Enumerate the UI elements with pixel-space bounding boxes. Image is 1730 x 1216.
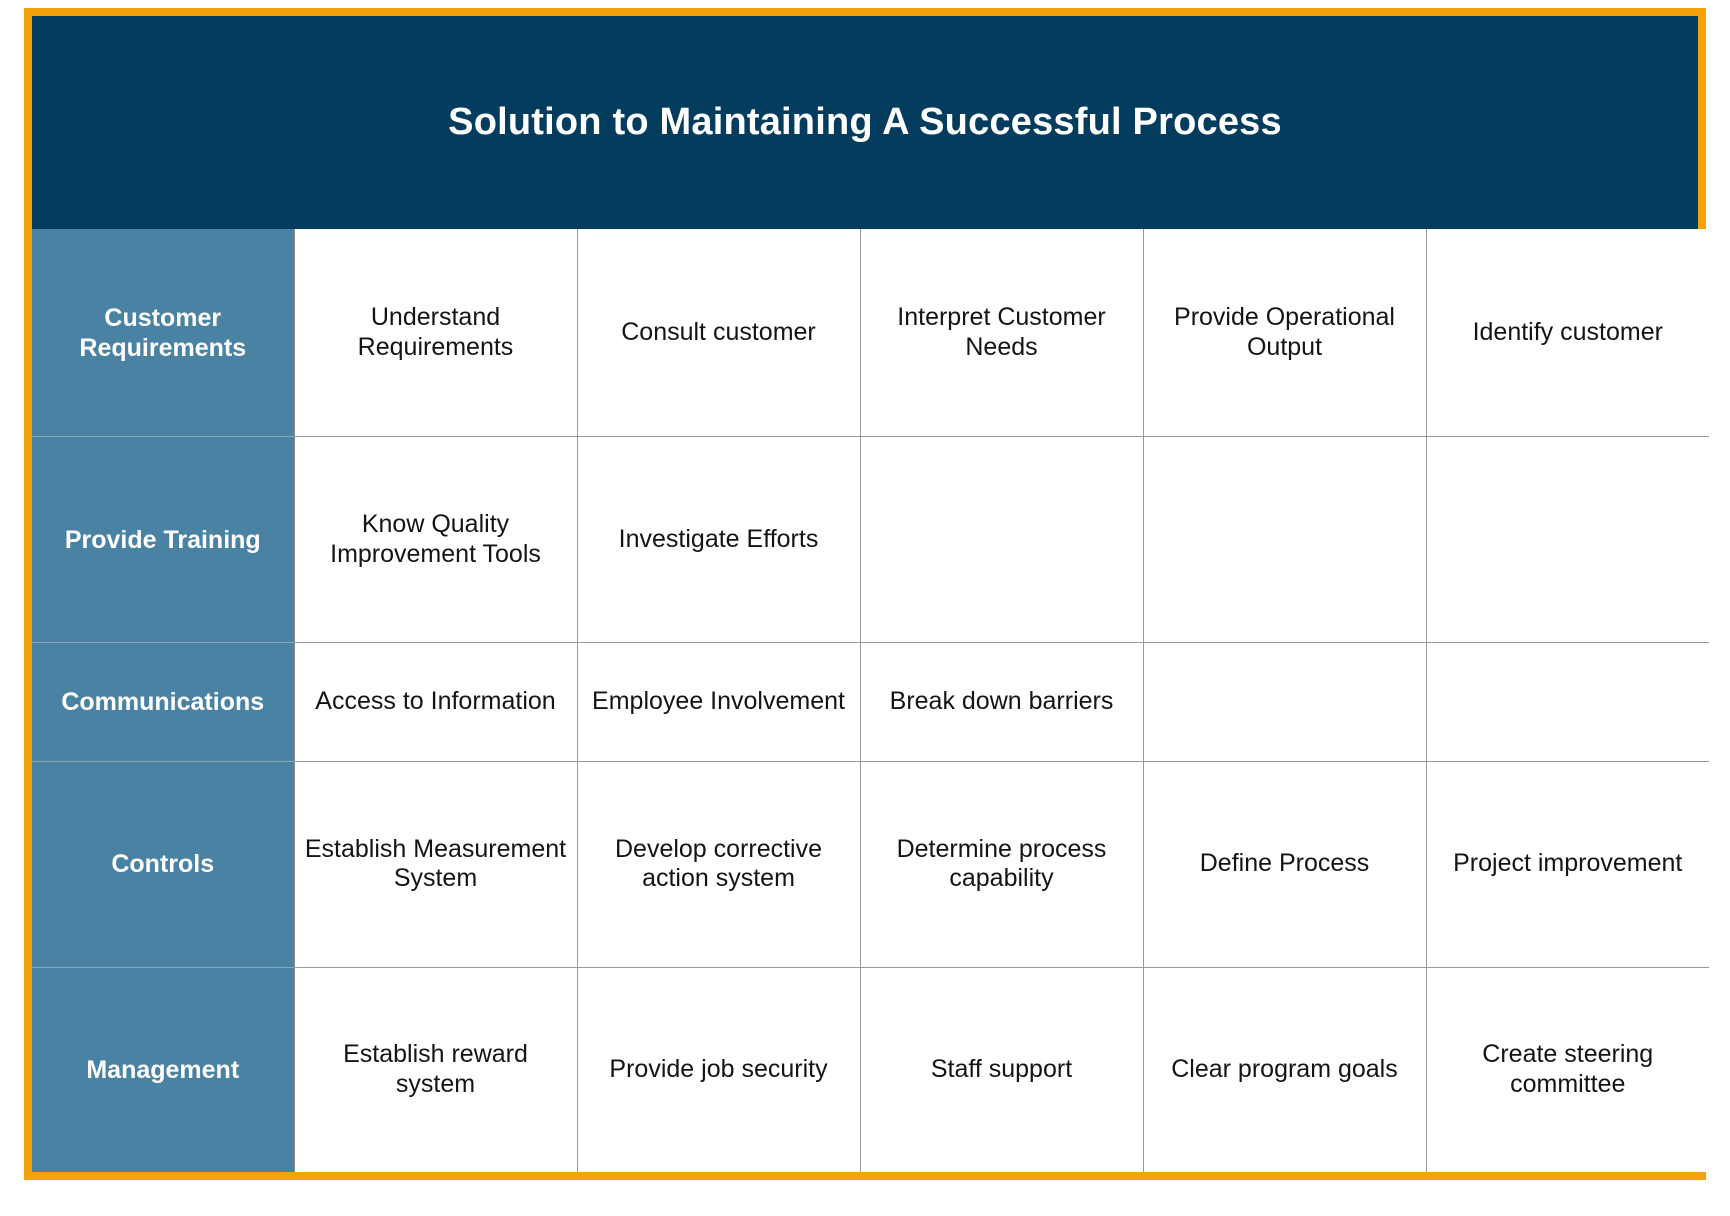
- table-row: Provide Training Know Quality Improvemen…: [32, 436, 1709, 644]
- slide-frame: Solution to Maintaining A Successful Pro…: [24, 8, 1709, 1180]
- matrix-cell-empty: [1425, 642, 1709, 762]
- matrix-cell: Establish Measurement System: [293, 760, 578, 968]
- matrix-cell: Project improvement: [1425, 760, 1709, 968]
- matrix-cell-empty: [1142, 436, 1427, 644]
- matrix-cell: Interpret Customer Needs: [859, 229, 1144, 438]
- matrix-cell-empty: [1142, 642, 1427, 762]
- matrix-cell: Identify customer: [1425, 229, 1709, 438]
- matrix-cell: Establish reward system: [293, 966, 578, 1172]
- matrix-cell: Clear program goals: [1142, 966, 1427, 1172]
- matrix-cell: Investigate Efforts: [576, 436, 861, 644]
- matrix-cell: Provide Operational Output: [1142, 229, 1427, 438]
- solution-matrix-table: Customer Requirements Understand Require…: [32, 229, 1709, 1172]
- matrix-cell: Know Quality Improvement Tools: [293, 436, 578, 644]
- table-row: Management Establish reward system Provi…: [32, 966, 1709, 1172]
- matrix-cell: Consult customer: [576, 229, 861, 438]
- matrix-cell: Develop corrective action system: [576, 760, 861, 968]
- row-label-controls: Controls: [32, 760, 295, 968]
- matrix-cell: Create steering committee: [1425, 966, 1709, 1172]
- slide-content: Solution to Maintaining A Successful Pro…: [32, 16, 1709, 1172]
- row-label-communications: Communications: [32, 642, 295, 762]
- table-row: Communications Access to Information Emp…: [32, 642, 1709, 762]
- title-banner: Solution to Maintaining A Successful Pro…: [32, 16, 1698, 229]
- table-row: Controls Establish Measurement System De…: [32, 760, 1709, 968]
- table-row: Customer Requirements Understand Require…: [32, 229, 1709, 438]
- row-label-customer-requirements: Customer Requirements: [32, 229, 295, 438]
- matrix-cell: Access to Information: [293, 642, 578, 762]
- matrix-cell: Define Process: [1142, 760, 1427, 968]
- matrix-cell: Determine process capability: [859, 760, 1144, 968]
- matrix-cell: Employee Involvement: [576, 642, 861, 762]
- matrix-cell: Provide job security: [576, 966, 861, 1172]
- matrix-cell-empty: [1425, 436, 1709, 644]
- page-title: Solution to Maintaining A Successful Pro…: [448, 100, 1282, 143]
- row-label-provide-training: Provide Training: [32, 436, 295, 644]
- row-label-management: Management: [32, 966, 295, 1172]
- matrix-cell: Understand Requirements: [293, 229, 578, 438]
- matrix-cell-empty: [859, 436, 1144, 644]
- matrix-cell: Break down barriers: [859, 642, 1144, 762]
- matrix-cell: Staff support: [859, 966, 1144, 1172]
